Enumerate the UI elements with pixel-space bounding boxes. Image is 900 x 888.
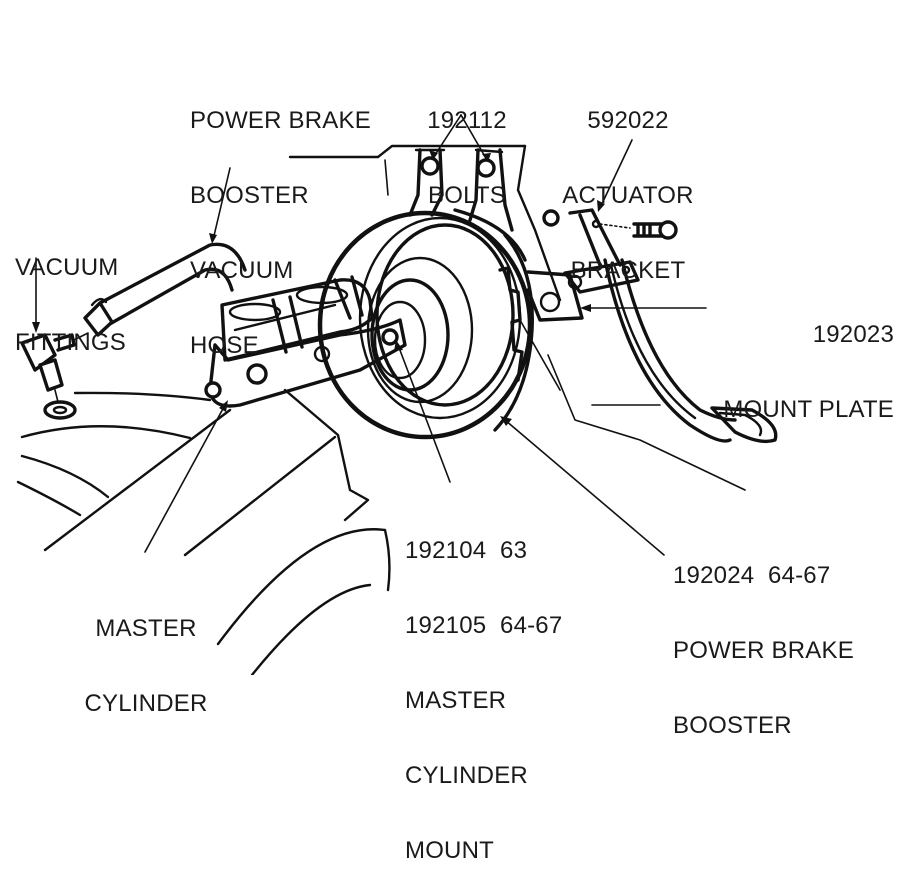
bolts-brackets — [408, 148, 514, 232]
bolts-leader-lines — [429, 114, 491, 162]
part-name: MASTER — [405, 687, 507, 714]
part-number: 592022 — [587, 107, 669, 134]
part-number: 192024 64-67 — [673, 562, 831, 589]
part-number-63: 192104 63 — [405, 537, 528, 564]
part-number: 192023 — [812, 321, 894, 348]
vacuum-fittings — [20, 332, 89, 420]
label-line: MASTER — [95, 615, 197, 642]
part-name: MOUNT — [405, 837, 494, 864]
label-line: VACUUM — [15, 254, 119, 281]
leader-lines — [32, 139, 707, 556]
firewall-panel — [288, 144, 746, 491]
vacuum-hose — [83, 242, 247, 337]
label-line: FITTINGS — [15, 329, 126, 356]
label-mount-plate: 192023 MOUNT PLATE — [690, 272, 894, 447]
label-power-brake-booster: 192024 64-67 POWER BRAKE BOOSTER — [673, 513, 854, 763]
label-line: HOSE — [190, 332, 259, 359]
part-name: POWER BRAKE — [673, 637, 854, 664]
part-name: ACTUATOR — [562, 182, 694, 209]
label-master-cylinder: MASTER CYLINDER — [76, 566, 216, 741]
label-power-brake-booster-vacuum-hose: POWER BRAKE BOOSTER VACUUM HOSE — [190, 58, 371, 383]
engine-compartment — [16, 388, 391, 675]
part-name: CYLINDER — [405, 762, 528, 789]
label-bolts: 192112 BOLTS — [412, 58, 522, 233]
actuator-bracket — [542, 208, 678, 267]
part-name: BRACKET — [570, 257, 686, 284]
part-number: 192112 — [427, 107, 507, 134]
label-line: BOOSTER — [190, 182, 309, 209]
master-cylinder — [204, 275, 407, 408]
brake-booster-diagram — [16, 114, 778, 675]
label-line: VACUUM — [190, 257, 294, 284]
label-line: CYLINDER — [84, 690, 208, 717]
label-actuator-bracket: 592022 ACTUATOR BRACKET — [548, 58, 708, 308]
label-vacuum-fittings: VACUUM FITTINGS — [15, 205, 126, 380]
part-name: MOUNT PLATE — [723, 396, 894, 423]
part-name: BOLTS — [428, 182, 506, 209]
label-line: POWER BRAKE — [190, 107, 371, 134]
part-number-64-67: 192105 64-67 — [405, 612, 563, 639]
label-master-cylinder-mount: 192104 63 192105 64-67 MASTER CYLINDER M… — [405, 488, 562, 888]
part-name: BOOSTER — [673, 712, 792, 739]
